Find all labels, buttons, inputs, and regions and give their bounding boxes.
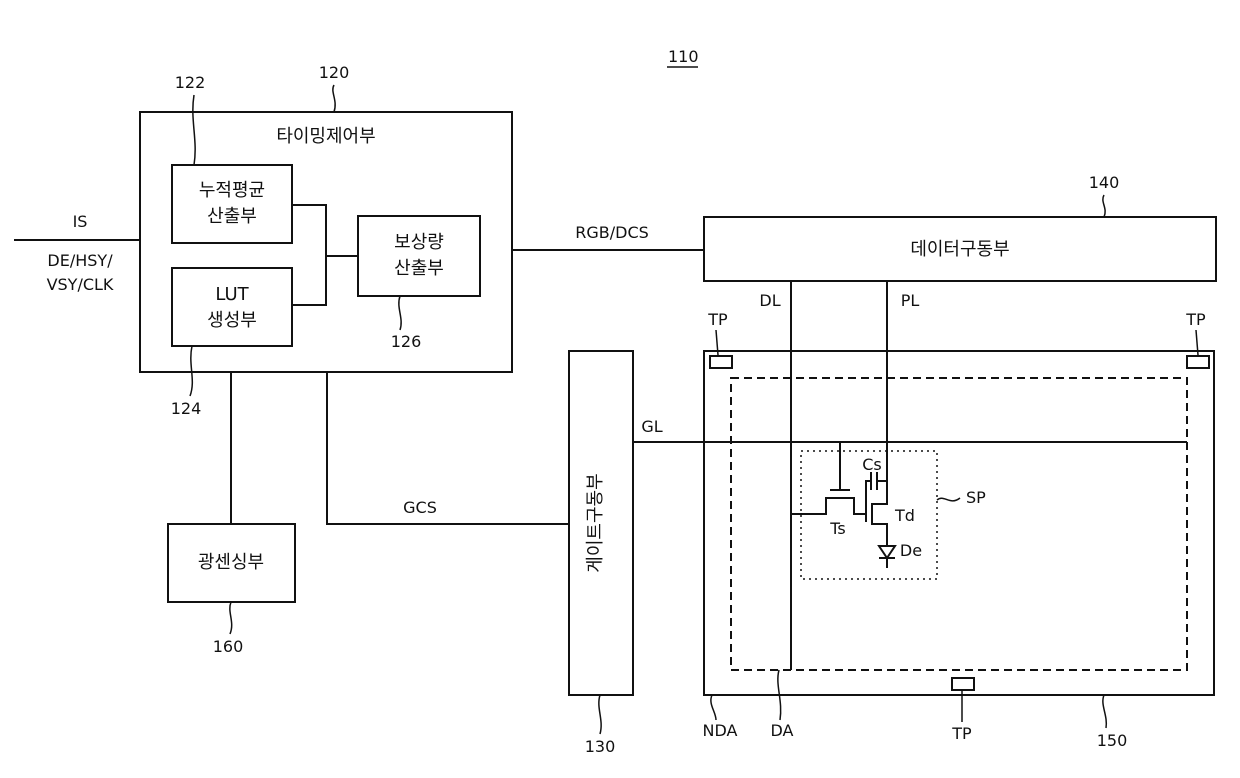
timing-controller-title: 타이밍제어부	[276, 126, 375, 147]
timing-controller-leader	[333, 85, 335, 112]
accumulated-average-line2: 산출부	[207, 206, 257, 227]
gate-line-label: GL	[641, 417, 662, 436]
lut-generator-block	[172, 268, 292, 346]
timing-controller: 타이밍제어부 120 누적평균 산출부 122 LUT 생성부 124 보상량 …	[140, 63, 512, 418]
lut-generator-line1: LUT	[215, 284, 249, 305]
gate-driver-label: 게이트구동부	[585, 473, 606, 572]
accumulated-average-ref: 122	[175, 73, 206, 92]
sub-pixel-label: SP	[966, 488, 986, 507]
compensation-line2: 산출부	[394, 258, 444, 279]
td-label: Td	[894, 506, 915, 525]
figure-ref: 110	[668, 47, 699, 66]
timing-controller-ref: 120	[319, 63, 350, 82]
data-driver-label: 데이터구동부	[910, 239, 1009, 260]
lut-generator-line2: 생성부	[207, 310, 257, 331]
display-panel: TP TP TP DL PL GL SP Ts Cs	[633, 281, 1214, 750]
compensation-block	[358, 216, 480, 296]
lut-generator-ref: 124	[171, 399, 202, 418]
display-area-label: DA	[771, 721, 794, 740]
panel-outer	[704, 351, 1214, 695]
de-label: De	[900, 541, 922, 560]
test-pad-left-label: TP	[707, 310, 728, 329]
input-is-label: IS	[73, 212, 88, 231]
panel-ref: 150	[1097, 731, 1128, 750]
data-driver-leader	[1103, 195, 1105, 217]
gate-driver-leader	[599, 695, 601, 734]
test-pad-bottom-label: TP	[951, 724, 972, 743]
cs-label: Cs	[862, 455, 882, 474]
input-sync-line1: DE/HSY/	[47, 251, 113, 270]
light-sensor-leader	[230, 602, 232, 634]
data-line-label: DL	[759, 291, 780, 310]
test-pad-right-label: TP	[1185, 310, 1206, 329]
accumulated-average-line1: 누적평균	[199, 180, 265, 201]
compensation-line1: 보상량	[394, 232, 444, 253]
light-sensor-label: 광센싱부	[198, 552, 264, 573]
compensation-ref: 126	[391, 332, 422, 351]
ts-label: Ts	[829, 519, 845, 538]
accumulated-average-block	[172, 165, 292, 243]
gcs-line	[327, 372, 569, 524]
input-sync-line2: VSY/CLK	[47, 275, 114, 294]
gate-driver-ref: 130	[585, 737, 616, 756]
non-display-area-label: NDA	[703, 721, 738, 740]
power-line-label: PL	[901, 291, 920, 310]
light-sensor-ref: 160	[213, 637, 244, 656]
rgb-dcs-label: RGB/DCS	[575, 223, 649, 242]
panel-leader	[1103, 695, 1106, 728]
gcs-label: GCS	[403, 498, 437, 517]
data-driver-ref: 140	[1089, 173, 1120, 192]
non-display-area-leader	[711, 695, 716, 720]
